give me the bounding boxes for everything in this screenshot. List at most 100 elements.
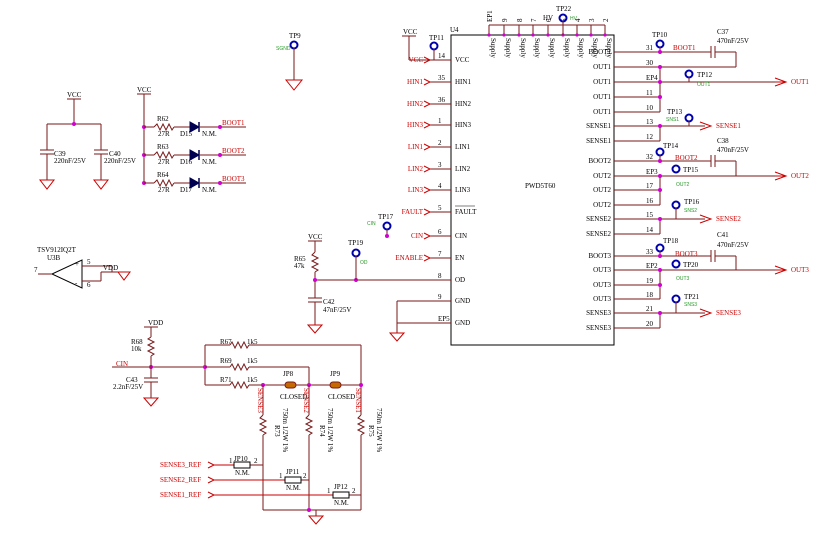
ic-top-pin-name: Supply bbox=[548, 38, 556, 58]
ic-left-pin-net: ENABLE bbox=[395, 254, 423, 262]
ic-top-pin-num: 9 bbox=[501, 18, 509, 22]
tp17-ref: TP17 bbox=[378, 213, 394, 221]
tp17-group: TP17 CIN bbox=[367, 213, 394, 238]
jp12-value: N.M. bbox=[334, 499, 349, 507]
sense1-ref-net: SENSE1_REF bbox=[160, 491, 201, 499]
c37-ref: C37 bbox=[717, 28, 729, 36]
ic-right-pin-num: 19 bbox=[646, 277, 654, 285]
jp9-icon[interactable] bbox=[329, 381, 342, 389]
r63-ref: R63 bbox=[157, 143, 169, 151]
boot1-row: R62 27R D15 N.M. BOOT1 bbox=[144, 115, 246, 138]
r67-value: 1k5 bbox=[247, 338, 258, 346]
tp9-icon[interactable] bbox=[289, 40, 299, 50]
out1-net: OUT1 bbox=[791, 78, 809, 86]
r74-value: 750m 1/2W 1% bbox=[326, 408, 334, 452]
ic-top-pin-num: EP1 bbox=[486, 10, 494, 22]
ic-right-pin-name: OUT1 bbox=[593, 78, 611, 86]
ic-left-pin-num: 35 bbox=[438, 74, 446, 82]
ic-left-pin-num: 8 bbox=[438, 272, 442, 280]
jp11-icon[interactable] bbox=[284, 476, 302, 484]
jp12-icon[interactable] bbox=[332, 491, 350, 499]
c37-value: 470nF/25V bbox=[717, 37, 749, 45]
ic-right-pin-num: 10 bbox=[646, 104, 654, 112]
tp15-icon[interactable] bbox=[671, 164, 681, 174]
ic-top-pin-name: Supply bbox=[605, 38, 613, 58]
d17-ref: D17 bbox=[180, 186, 193, 194]
ic-left-pin-num: 4 bbox=[438, 182, 442, 190]
out3-net: OUT3 bbox=[791, 266, 809, 274]
ic-right-pin-name: SENSE3 bbox=[586, 309, 611, 317]
ic-name: PWD5T60 bbox=[525, 182, 556, 190]
ic-top-pin-num: 7 bbox=[530, 18, 538, 22]
tp10-icon[interactable] bbox=[655, 39, 665, 49]
ic-right-pin-num: 14 bbox=[646, 226, 654, 234]
jp11-value: N.M. bbox=[286, 484, 301, 492]
sense2-ref-net: SENSE2_REF bbox=[160, 476, 201, 484]
tp16-net: SNS2 bbox=[684, 208, 697, 214]
vcc-od-label: VCC bbox=[308, 233, 323, 241]
ic-right-pin-name: BOOT3 bbox=[588, 252, 611, 260]
c42-ref: C42 bbox=[323, 298, 335, 306]
boot3-row: R64 27R D17 N.M. BOOT3 bbox=[144, 171, 246, 194]
ic-right-pin-name: OUT2 bbox=[593, 186, 611, 194]
ic-right-pin-num: 11 bbox=[646, 89, 653, 97]
ic-left-pin-num: 7 bbox=[438, 250, 442, 258]
tp12-icon[interactable] bbox=[684, 69, 694, 79]
vcc-boot-label: VCC bbox=[137, 86, 152, 94]
jp10-pin2: 2 bbox=[254, 457, 258, 465]
r65-value: 47k bbox=[294, 262, 305, 270]
jp10-icon[interactable] bbox=[233, 461, 251, 469]
c40-value: 220nF/25V bbox=[104, 157, 136, 165]
vdd-r68-label: VDD bbox=[148, 319, 163, 327]
ic-right-pin-num: 12 bbox=[646, 133, 654, 141]
ic-left-pin-name: FAULT bbox=[455, 208, 477, 216]
ic-right-pin-name: OUT3 bbox=[593, 266, 611, 274]
jp8-value: CLOSED bbox=[280, 393, 307, 401]
ic-left-pin-num: 5 bbox=[438, 204, 442, 212]
sense3-net: SENSE3 bbox=[716, 309, 741, 317]
ic-right-pin-name: BOOT2 bbox=[588, 157, 611, 165]
ic-right-pin-name: OUT2 bbox=[593, 172, 611, 180]
d16-ref: D16 bbox=[180, 158, 193, 166]
tp16-icon[interactable] bbox=[671, 200, 681, 210]
opamp-vdd: VDD bbox=[103, 264, 118, 272]
ic-top-pins: EP1Supply9Supply8Supply7Supply6Supply5Su… bbox=[486, 10, 613, 59]
sense2-net: SENSE2 bbox=[716, 215, 741, 223]
tp11-icon[interactable] bbox=[429, 41, 439, 51]
boot2-net-left: BOOT2 bbox=[222, 147, 245, 155]
jp11-ref: JP11 bbox=[286, 468, 300, 476]
r74-ref: R74 bbox=[318, 425, 326, 437]
c40-ref: C40 bbox=[109, 150, 121, 158]
c39-value: 220nF/25V bbox=[54, 157, 86, 165]
r65-ref: R65 bbox=[294, 255, 306, 263]
r68-ref: R68 bbox=[131, 338, 143, 346]
r69-ref: R69 bbox=[220, 357, 232, 365]
ic-left-pin-net: LIN2 bbox=[408, 165, 424, 173]
tp19-icon[interactable] bbox=[351, 248, 361, 258]
tp18-icon[interactable] bbox=[655, 243, 665, 253]
tp17-icon[interactable] bbox=[382, 221, 392, 231]
jp9-value: CLOSED bbox=[328, 393, 355, 401]
ic-left-pin-name: LIN3 bbox=[455, 186, 471, 194]
r62-ref: R62 bbox=[157, 115, 169, 123]
tp9-group: TP9 SGND bbox=[276, 32, 304, 91]
jp8-icon[interactable] bbox=[284, 381, 297, 389]
output-network: TP10 BOOT1 C37 470nF/25V TP12 OUT1 OUT1 … bbox=[636, 28, 809, 328]
ic-right-pin-num: 32 bbox=[646, 153, 654, 161]
boot3-net: BOOT3 bbox=[675, 250, 698, 258]
r75-value: 750m 1/2W 1% bbox=[375, 408, 383, 452]
ic-right-pin-name: SENSE3 bbox=[586, 324, 611, 332]
ic-right-pin-num: 20 bbox=[646, 320, 654, 328]
tp20-icon[interactable] bbox=[671, 259, 681, 269]
ic-top-pin-num: 5 bbox=[560, 18, 568, 22]
jp9-ref: JP9 bbox=[330, 370, 341, 378]
c38-value: 470nF/25V bbox=[717, 146, 749, 154]
ic-right-pin-num: EP3 bbox=[646, 168, 658, 176]
tp21-icon[interactable] bbox=[671, 294, 681, 304]
ic-left-pin-net: HIN3 bbox=[407, 121, 423, 129]
r68-value: 10k bbox=[131, 345, 142, 353]
tp13-icon[interactable] bbox=[684, 113, 694, 123]
opamp-plus: + bbox=[75, 260, 79, 268]
opamp-u3b: TSV912IQ2T U3B + - 7 5 6 VDD bbox=[34, 246, 131, 289]
